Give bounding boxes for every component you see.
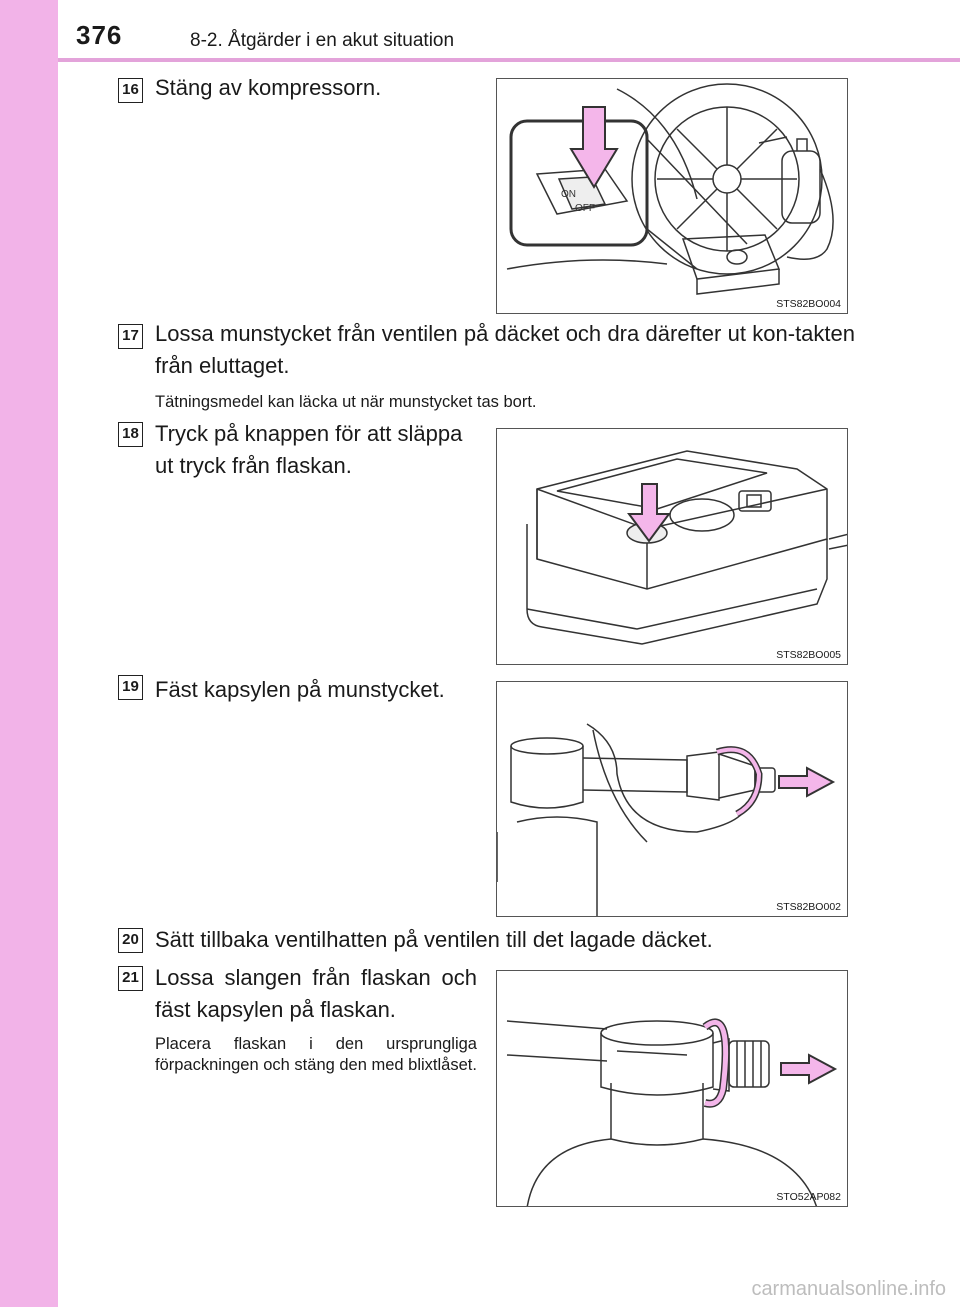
figure-code: STS82BO005 [776,649,841,661]
step-number-17: 17 [118,324,143,349]
release-button-illustration [526,450,847,645]
step-number-19: 19 [118,675,143,700]
step-number-21: 21 [118,966,143,991]
figure-release-button: STS82BO005 [496,428,848,665]
step-note-21: Placera flaskan i den ursprungliga förpa… [155,1035,477,1074]
step-text-19: Fäst kapsylen på munstycket. [155,677,445,702]
on-label: ON [561,189,576,200]
bottle-cap-illustration [506,1018,838,1206]
watermark: carmanualsonline.info [751,1278,946,1300]
header-divider [58,58,960,62]
page-number: 376 [76,20,123,50]
step-text-20: Sätt tillbaka ventilhatten på ventilen t… [155,927,713,952]
figure-code: STS82BO002 [776,901,841,913]
figure-nozzle-cap: STS82BO002 [496,681,848,917]
section-title: 8-2. Åtgärder i en akut situation [190,30,455,51]
step-number-16: 16 [118,78,143,103]
nozzle-cap-illustration [497,723,836,916]
figure-code: STS82BO004 [776,298,841,310]
step-text-17: Lossa munstycket från ventilen på däcket… [155,321,855,378]
step-text-18: Tryck på knappen för att släppa ut tryck… [155,421,463,478]
step-number-20: 20 [118,928,143,953]
figure-code: STO52AP082 [776,1191,841,1203]
figure-compressor-switch: ON OFF STS82BO004 [496,78,848,314]
sidebar-color-band [0,0,58,1307]
off-label: OFF [575,203,595,214]
compressor-switch-illustration: ON OFF [506,83,834,295]
figure-bottle-cap: STO52AP082 [496,970,848,1207]
step-text-16: Stäng av kompressorn. [155,75,382,100]
step-note-17: Tätningsmedel kan läcka ut när munstycke… [155,393,537,411]
step-text-21: Lossa slangen från flaskan och fäst kaps… [155,965,477,1022]
step-number-18: 18 [118,422,143,447]
